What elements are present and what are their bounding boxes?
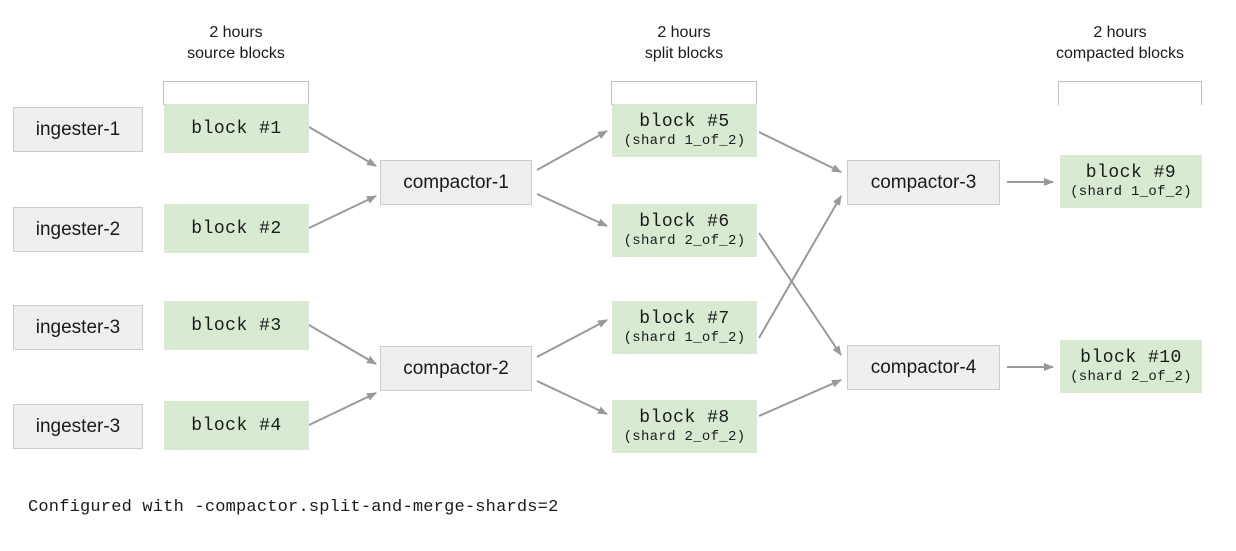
compactor-node-4[interactable]: compactor-4 bbox=[847, 345, 1000, 390]
block-title: block #6 bbox=[639, 212, 730, 232]
edge-block1-compactor1 bbox=[308, 126, 377, 167]
block-title: block #10 bbox=[1080, 348, 1182, 368]
block-title: block #2 bbox=[191, 218, 282, 239]
block-title: block #9 bbox=[1085, 163, 1177, 183]
source-block-4[interactable]: block #4 bbox=[164, 401, 309, 450]
ingester-node-2[interactable]: ingester-2 bbox=[13, 207, 143, 252]
edge-block8-compactor4 bbox=[758, 379, 842, 417]
edge-compactor1-block6 bbox=[536, 193, 608, 227]
block-title: block #4 bbox=[191, 415, 282, 436]
source-block-3[interactable]: block #3 bbox=[164, 301, 309, 350]
column-label-source-line1: 2 hours bbox=[209, 24, 263, 41]
split-block-6[interactable]: block #6 (shard 2_of_2) bbox=[612, 204, 757, 257]
split-block-5[interactable]: block #5 (shard 1_of_2) bbox=[612, 104, 757, 157]
edge-compactor1-block5 bbox=[536, 130, 608, 171]
source-block-1[interactable]: block #1 bbox=[164, 104, 309, 153]
column-label-source: 2 hours source blocks bbox=[163, 22, 309, 64]
compactor-node-1[interactable]: compactor-1 bbox=[380, 160, 532, 205]
ingester-label: ingester-1 bbox=[35, 118, 121, 140]
block-title: block #8 bbox=[639, 408, 730, 428]
block-title: block #7 bbox=[639, 309, 730, 329]
edge-block7-compactor3 bbox=[758, 195, 842, 339]
compacted-block-9[interactable]: block #9 (shard 1_of_2) bbox=[1060, 155, 1202, 208]
bracket-source-blocks bbox=[163, 81, 309, 105]
column-label-source-line2: source blocks bbox=[187, 45, 285, 62]
ingester-label: ingester-3 bbox=[35, 415, 121, 437]
edge-block6-compactor4 bbox=[758, 232, 842, 356]
compacted-block-10[interactable]: block #10 (shard 2_of_2) bbox=[1060, 340, 1202, 393]
ingester-node-1[interactable]: ingester-1 bbox=[13, 107, 143, 152]
compactor-label: compactor-4 bbox=[870, 356, 977, 378]
block-shard: (shard 1_of_2) bbox=[623, 133, 746, 149]
bracket-split-blocks bbox=[611, 81, 757, 105]
compactor-label: compactor-2 bbox=[403, 357, 509, 379]
compactor-label: compactor-3 bbox=[870, 171, 977, 193]
footer-configuration-note: Configured with -compactor.split-and-mer… bbox=[28, 498, 559, 517]
edge-compactor2-block7 bbox=[536, 319, 608, 358]
bracket-compacted-blocks bbox=[1058, 81, 1202, 105]
compactor-label: compactor-1 bbox=[403, 171, 509, 193]
block-shard: (shard 2_of_2) bbox=[623, 429, 746, 445]
split-block-7[interactable]: block #7 (shard 1_of_2) bbox=[612, 301, 757, 354]
source-block-2[interactable]: block #2 bbox=[164, 204, 309, 253]
edge-block2-compactor1 bbox=[308, 195, 377, 229]
column-label-split-line1: 2 hours bbox=[657, 24, 711, 41]
ingester-label: ingester-3 bbox=[35, 316, 121, 338]
split-block-8[interactable]: block #8 (shard 2_of_2) bbox=[612, 400, 757, 453]
edge-compactor2-block8 bbox=[536, 380, 608, 415]
edge-block4-compactor2 bbox=[308, 392, 377, 426]
edge-block3-compactor2 bbox=[308, 324, 377, 365]
block-title: block #3 bbox=[191, 315, 282, 336]
column-label-split-line2: split blocks bbox=[644, 45, 724, 62]
ingester-node-3[interactable]: ingester-3 bbox=[13, 305, 143, 350]
compactor-node-3[interactable]: compactor-3 bbox=[847, 160, 1000, 205]
column-label-compacted-line2: compacted blocks bbox=[1055, 45, 1185, 62]
block-shard: (shard 1_of_2) bbox=[1070, 184, 1192, 200]
block-shard: (shard 1_of_2) bbox=[623, 330, 746, 346]
column-label-compacted-line1: 2 hours bbox=[1093, 24, 1147, 41]
compactor-node-2[interactable]: compactor-2 bbox=[380, 346, 532, 391]
ingester-node-4[interactable]: ingester-3 bbox=[13, 404, 143, 449]
block-shard: (shard 2_of_2) bbox=[623, 233, 746, 249]
ingester-label: ingester-2 bbox=[35, 218, 121, 240]
block-title: block #1 bbox=[191, 118, 282, 139]
block-title: block #5 bbox=[639, 112, 730, 132]
column-label-compacted: 2 hours compacted blocks bbox=[1040, 22, 1200, 64]
column-label-split: 2 hours split blocks bbox=[611, 22, 757, 64]
edge-block5-compactor3 bbox=[758, 131, 842, 173]
block-shard: (shard 2_of_2) bbox=[1070, 369, 1192, 385]
